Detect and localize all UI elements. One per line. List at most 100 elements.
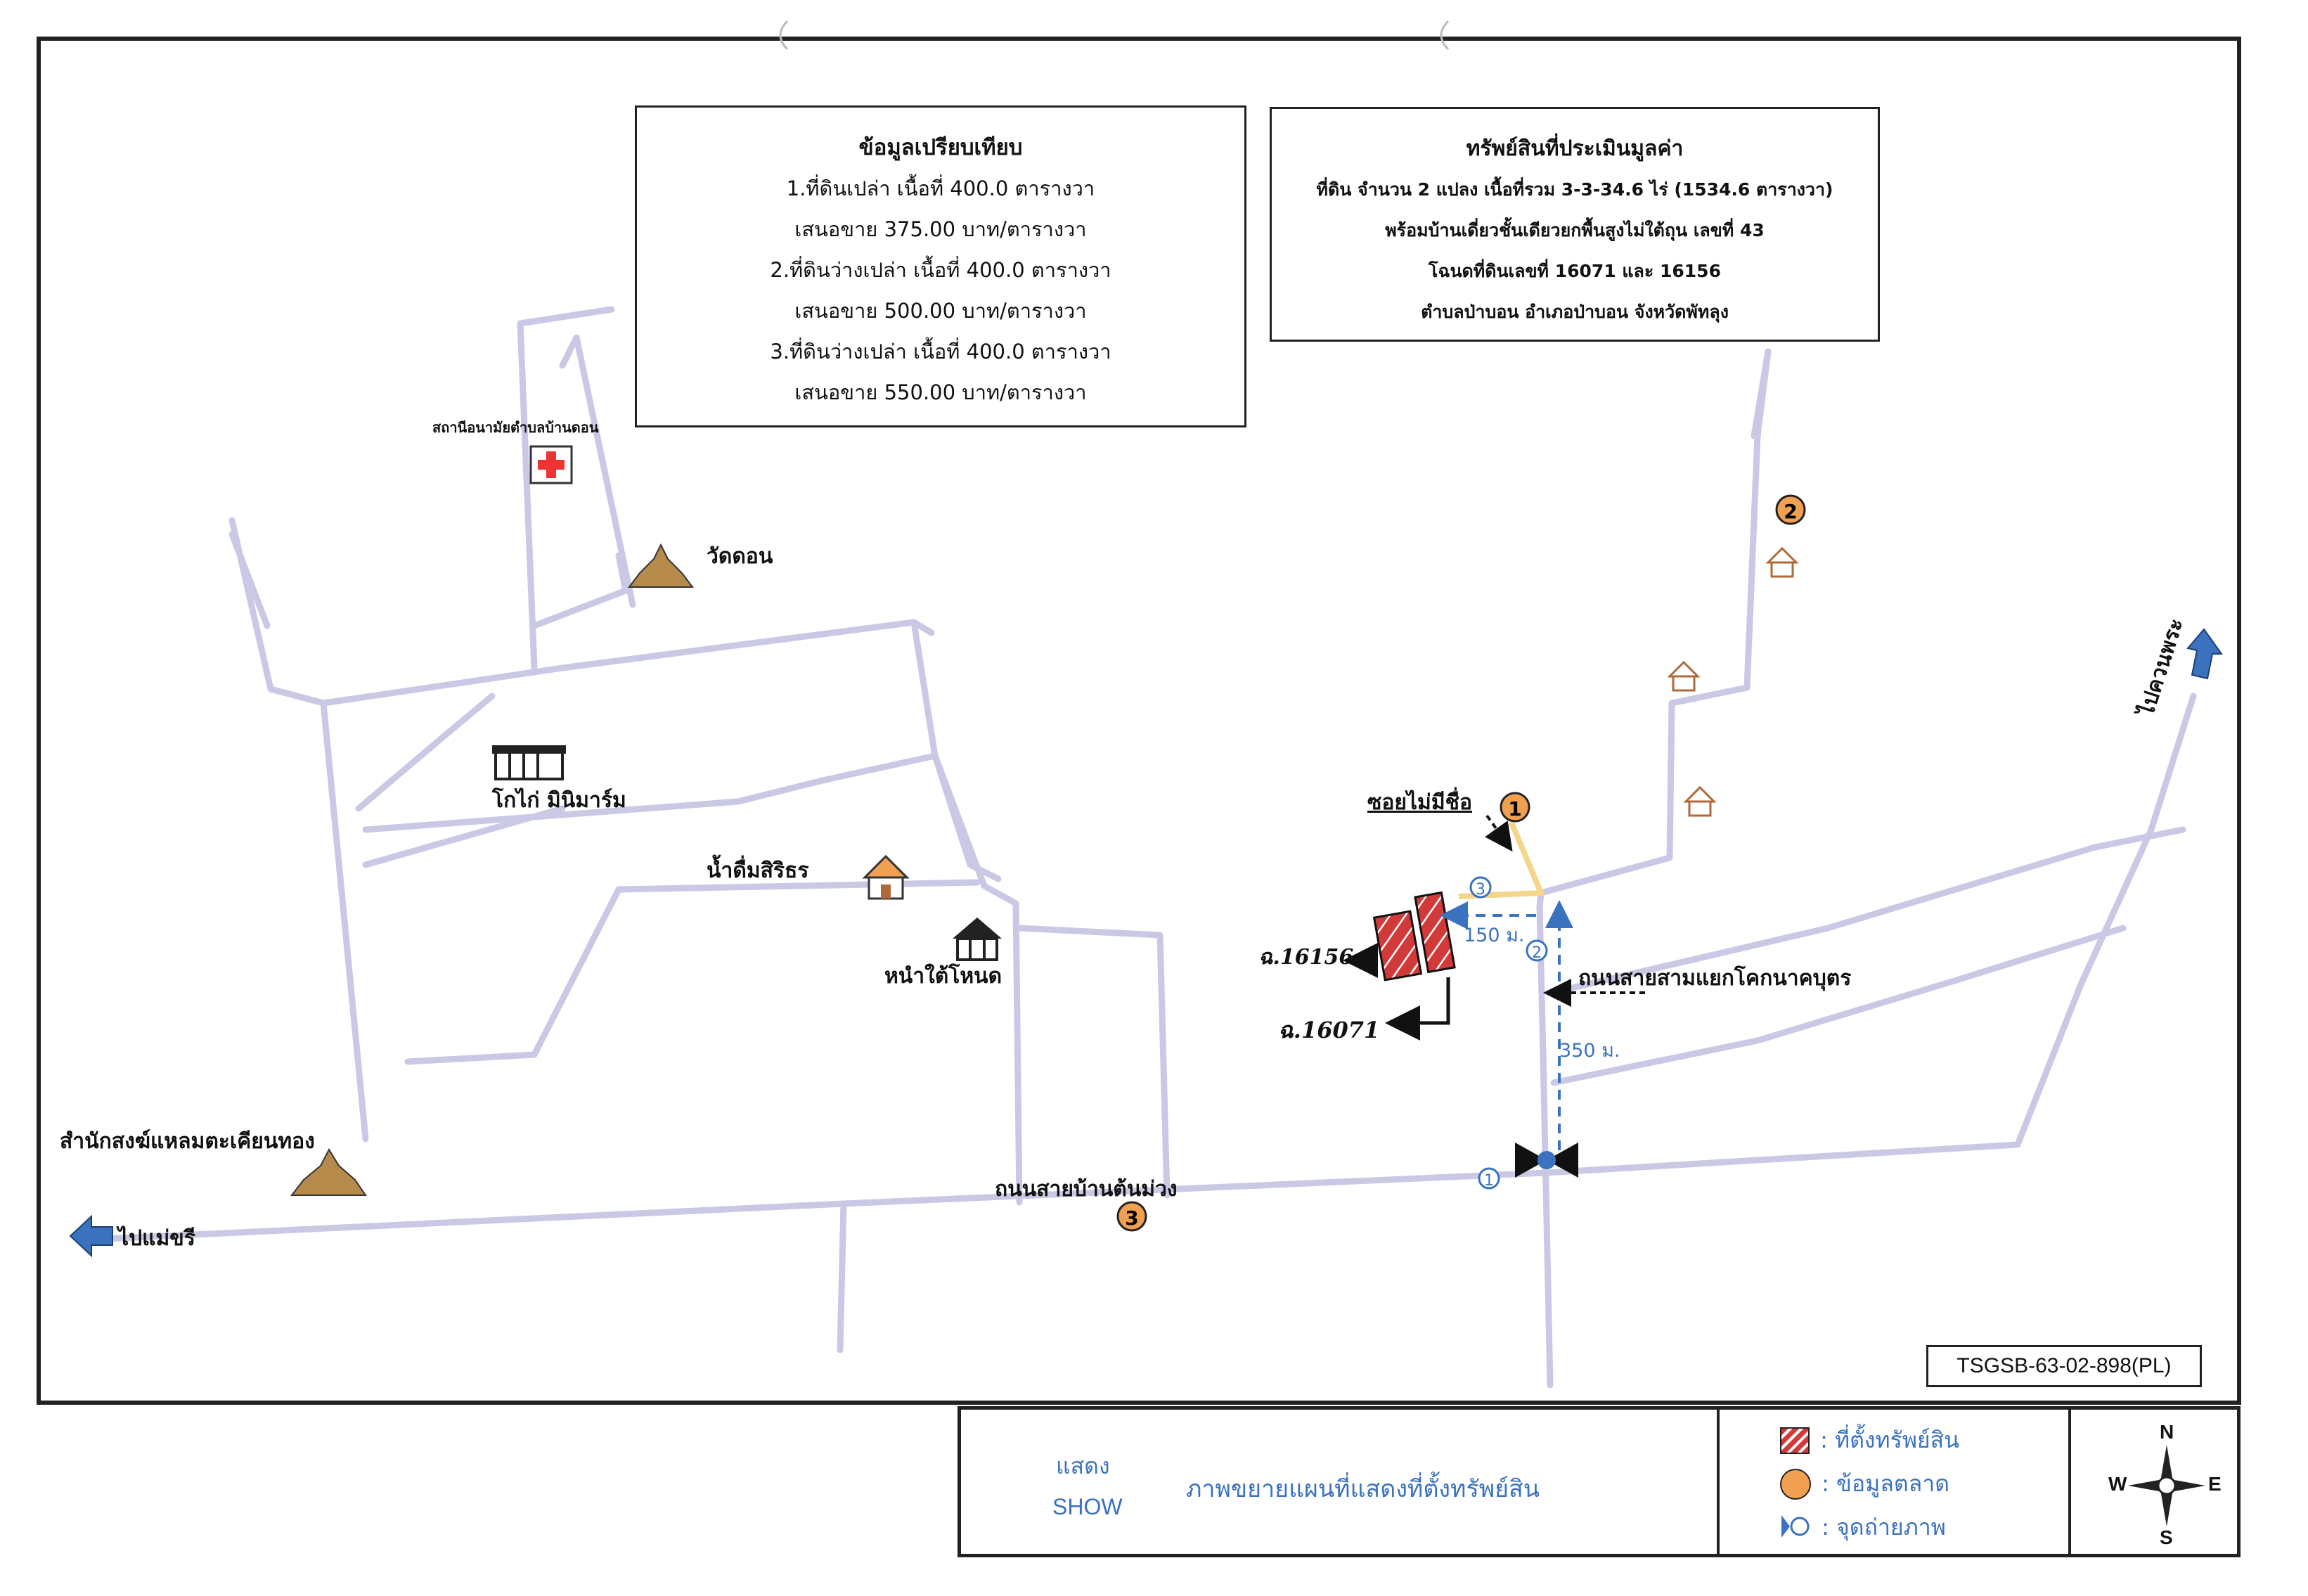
health-station-label: สถานีอนามัยตำบลบ้านดอน xyxy=(432,419,599,436)
to-mae-kri-label: ไปแม่ขรี xyxy=(118,1226,195,1251)
parcel-16071-arrow xyxy=(1385,977,1450,1041)
appraised-property-box: ทรัพย์สินที่ประเมินมูลค่า ที่ดิน จำนวน 2… xyxy=(1270,107,1880,342)
water-shop-house-icon xyxy=(862,854,910,900)
hatched-parcel-icon xyxy=(1780,1427,1810,1454)
compass-e: E xyxy=(2208,1473,2222,1495)
photo-dir-1-number: 1 xyxy=(1484,1172,1494,1190)
photo-dir-3-number: 3 xyxy=(1476,881,1485,899)
road-west-grid-4 xyxy=(355,693,496,812)
property-parcel xyxy=(1372,891,1456,982)
photo-point-marker xyxy=(1515,1143,1578,1178)
road-soi-north xyxy=(1537,348,1772,896)
road-west-grid-10 xyxy=(517,306,615,671)
photo-dir-3 xyxy=(1469,876,1492,899)
market-data-markers xyxy=(1116,494,1806,1232)
road-samyaek xyxy=(1536,889,1554,1389)
distance-150-label: 150 ม. xyxy=(1464,925,1525,946)
comparison-line-3: 2.ที่ดินว่างเปล่า เนื้อที่ 400.0 ตารางวา xyxy=(770,258,1111,282)
road-west-grid-12 xyxy=(531,552,629,629)
minimart-label: โกไก่ มินิมาร์ม xyxy=(492,788,626,813)
soi-pointer-arrow xyxy=(1485,814,1513,852)
market-marker-1 xyxy=(1500,792,1530,823)
distance-350-label: 350 ม. xyxy=(1559,1040,1620,1062)
footer-legend-panel: แสดง SHOW ภาพขยายแผนที่แสดงที่ตั้งทรัพย์… xyxy=(958,1406,2241,1557)
legend-label-market: : ข้อมูลตลาด xyxy=(1822,1470,1949,1497)
road-east-1 xyxy=(1550,925,2127,1086)
road-east-2 xyxy=(1554,826,2186,995)
temple-samnak-icon xyxy=(290,1147,367,1196)
legend-label-property: : ที่ตั้งทรัพย์สิน xyxy=(1820,1427,1960,1453)
minimart-icon xyxy=(492,745,566,780)
photo-dir-1 xyxy=(1478,1167,1500,1190)
nuatai-hinot-label: หนำใต้โหนด xyxy=(884,964,1003,989)
road-to-khuanphra xyxy=(2014,693,2197,1148)
road-northeast xyxy=(1751,348,1772,439)
soi-unnamed-label: ซอยไม่มีชื่อ xyxy=(1367,790,1472,815)
footer-divider-2 xyxy=(2068,1410,2071,1554)
comparison-data-box: ข้อมูลเปรียบเทียบ 1.ที่ดินเปล่า เนื้อที่… xyxy=(635,105,1246,427)
compass-rose-icon: N S W E xyxy=(2108,1421,2222,1548)
to-mae-kri-arrow-icon xyxy=(69,1214,113,1258)
samnak-song-label: สำนักสงฆ์แหลมตะเคียนทอง xyxy=(60,1129,315,1154)
road-west-grid-6 xyxy=(910,619,1023,1206)
binding-hole-right xyxy=(1440,20,1450,51)
house-icon xyxy=(1683,785,1717,817)
comparison-line-4: เสนอขาย 500.00 บาท/ตารางวา xyxy=(794,299,1087,323)
house-icon xyxy=(1765,546,1799,578)
parcel-16071 xyxy=(1414,891,1456,974)
temple-don-label: วัดดอน xyxy=(707,544,773,569)
legend-item-photo: : จุดถ่ายภาพ xyxy=(1780,1510,1946,1545)
legend-item-property: : ที่ตั้งทรัพย์สิน xyxy=(1780,1422,1959,1457)
road-west-grid-13 xyxy=(1016,925,1171,1199)
market-marker-2-number: 2 xyxy=(1784,500,1797,523)
property-line-2: พร้อมบ้านเดี่ยวชั้นเดียวยกพื้นสูงไม่ใต้ถ… xyxy=(1385,220,1765,240)
property-title: ทรัพย์สินที่ประเมินมูลค่า xyxy=(1466,136,1684,161)
footer-caption: ภาพขยายแผนที่แสดงที่ตั้งทรัพย์สิน xyxy=(1186,1475,1540,1503)
property-line-4: ตำบลป่าบอน อำเภอป่าบอน จังหวัดพัทลุง xyxy=(1421,302,1729,322)
compass-s: S xyxy=(2160,1526,2173,1548)
parcel-16156-label: ฉ.16156 xyxy=(1258,945,1354,970)
market-marker-2 xyxy=(1775,494,1806,525)
compass-n: N xyxy=(2160,1421,2174,1443)
temple-don-icon xyxy=(628,543,694,588)
water-sirithorn-label: น้ำดื่มสิริธร xyxy=(707,858,809,883)
road-west-grid-8 xyxy=(362,805,566,868)
parcel-16071-label: ฉ.16071 xyxy=(1278,1017,1380,1043)
footer-divider-1 xyxy=(1717,1410,1720,1554)
legend-item-market: : ข้อมูลตลาด xyxy=(1780,1466,1949,1501)
to-khuan-phra-arrow-icon xyxy=(2186,628,2223,680)
road-samyaek-label: ถนนสายสามแยกโคกนาคบุตร xyxy=(1578,966,1852,991)
photo-direction-markers xyxy=(1469,876,1548,1190)
footer-show-en: SHOW xyxy=(1052,1494,1123,1519)
photo-dir-2-number: 2 xyxy=(1532,944,1542,962)
comparison-line-1: 1.ที่ดินเปล่า เนื้อที่ 400.0 ตารางวา xyxy=(786,176,1095,200)
road-bantonmuang-label: ถนนสายบ้านต้นม่วง xyxy=(995,1177,1178,1202)
road-west-grid-14 xyxy=(837,1200,847,1353)
road-west-grid-3 xyxy=(320,619,935,707)
road-network xyxy=(102,306,2197,1389)
market-marker-3 xyxy=(1116,1201,1147,1232)
road-west-grid-7 xyxy=(931,752,1002,882)
document-code: TSGSB-63-02-898(PL) xyxy=(1926,1345,2202,1387)
road-main-bantonmuang xyxy=(102,1141,2021,1242)
hospital-icon xyxy=(529,445,573,484)
property-line-3: โฉนดที่ดินเลขที่ 16071 และ 16156 xyxy=(1429,261,1721,281)
road-west-grid-9 xyxy=(404,879,981,1065)
house-icon xyxy=(1667,660,1701,692)
road-west-grid-2 xyxy=(228,517,369,1143)
road-west-grid-11 xyxy=(559,334,636,608)
comparison-line-5: 3.ที่ดินว่างเปล่า เนื้อที่ 400.0 ตารางวา xyxy=(770,340,1111,363)
photo-point-icon xyxy=(1780,1512,1811,1543)
comparison-title: ข้อมูลเปรียบเทียบ xyxy=(858,135,1023,160)
footer-show-th: แสดง xyxy=(1056,1453,1110,1479)
photo-dir-2 xyxy=(1526,939,1548,962)
legend-label-photo: : จุดถ่ายภาพ xyxy=(1822,1514,1946,1540)
property-line-1: ที่ดิน จำนวน 2 แปลง เนื้อที่รวม 3-3-34.6… xyxy=(1316,179,1833,200)
nuatai-house-icon xyxy=(953,918,1002,961)
market-marker-3-number: 3 xyxy=(1125,1206,1138,1230)
binding-hole-left xyxy=(779,20,789,51)
road-west-grid-5 xyxy=(362,752,939,833)
comparison-line-6: เสนอขาย 550.00 บาท/ตารางวา xyxy=(794,380,1087,404)
small-house-icons xyxy=(1667,546,1799,817)
comparison-line-2: เสนอขาย 375.00 บาท/ตารางวา xyxy=(794,217,1087,241)
